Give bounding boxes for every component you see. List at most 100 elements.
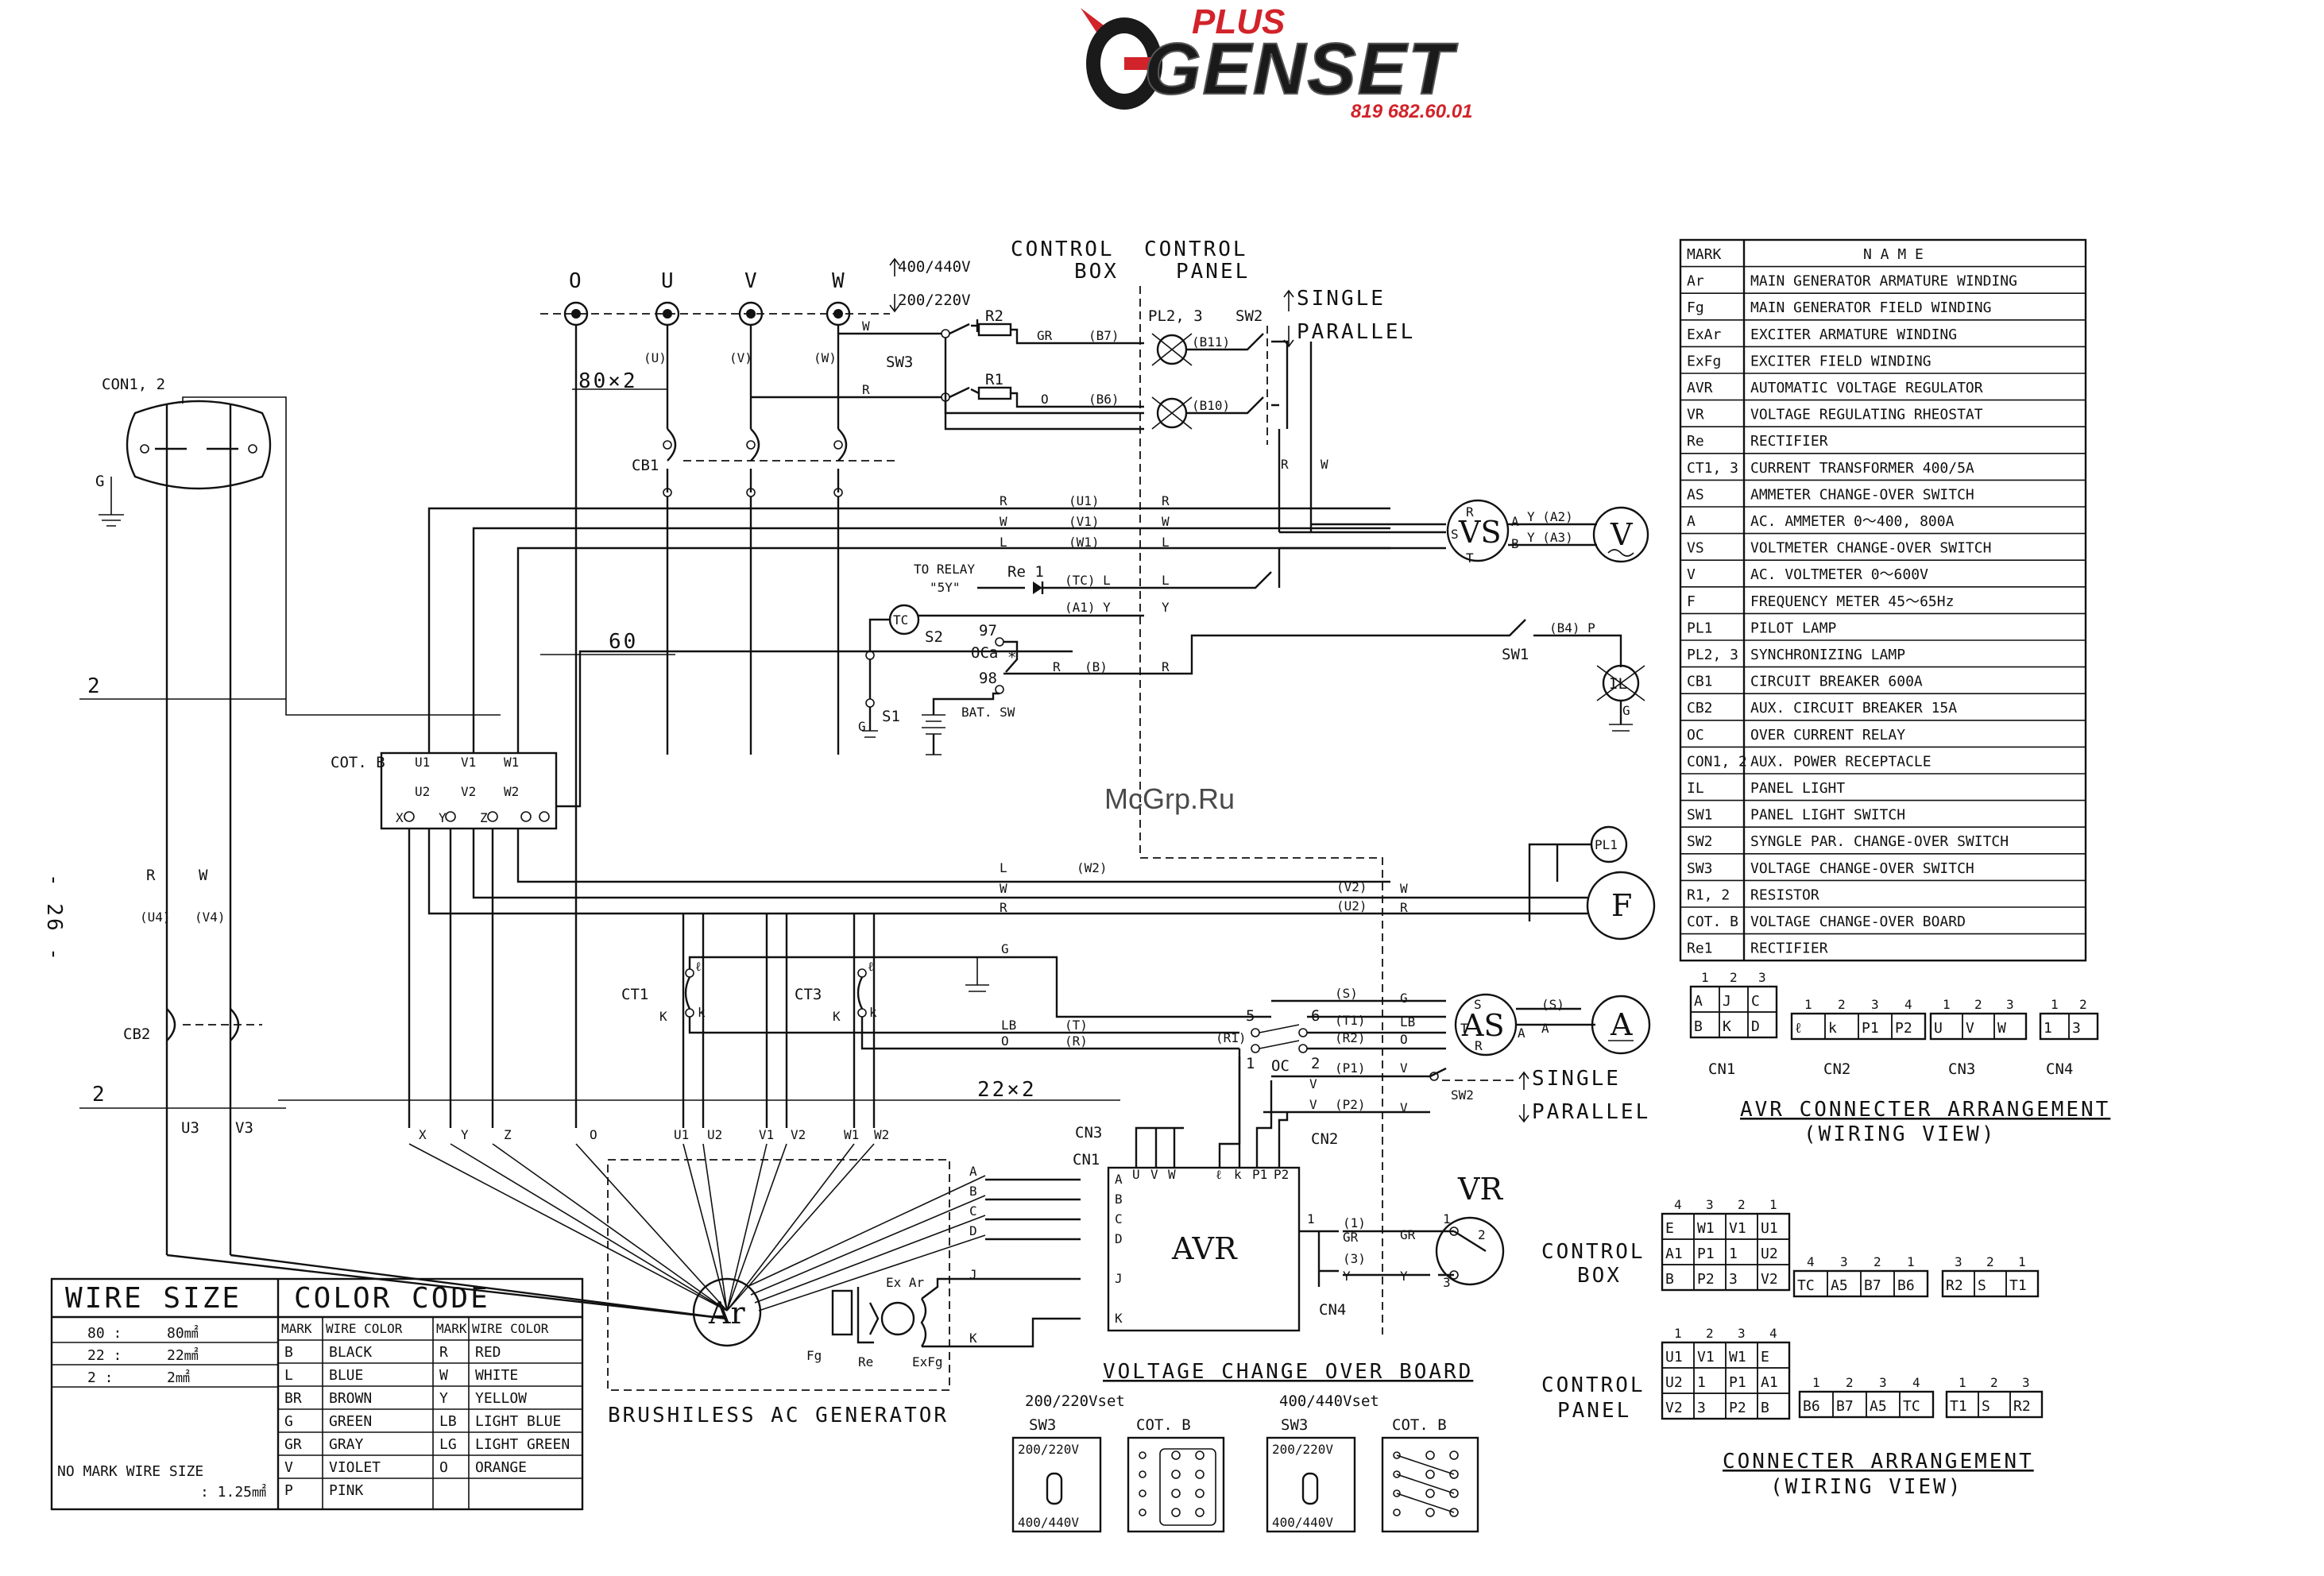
avr-cn1-cell-label: A (1694, 993, 1703, 1010)
svg-text:PL1: PL1 (1595, 837, 1618, 852)
avr-cn1-pin-num: 2 (1730, 970, 1738, 985)
conn-box-a-cell-label: E (1665, 1220, 1674, 1237)
color-cell: Y (439, 1390, 448, 1407)
conn-box-a-cell-label: U2 (1761, 1246, 1778, 1262)
color-header: MARK (436, 1321, 467, 1336)
name-table-mark: PL2, 3 (1687, 647, 1738, 663)
avr-cn2-cell-label: P1 (1862, 1020, 1879, 1037)
svg-text:(T1): (T1) (1335, 1013, 1366, 1028)
conn-panel-a-cell-label: B (1761, 1400, 1769, 1416)
avr-unit: AVR CN3 CN1 CN2 CN4 U V W ℓ k P1 P2 A B … (1073, 1056, 1438, 1332)
conn-panel-b-pin-num: 3 (1879, 1375, 1887, 1390)
gen-avr-wires: A B C D J K (969, 1164, 1081, 1348)
header-control-panel-2: PANEL (1176, 260, 1250, 284)
header-single-top: SINGLE (1297, 287, 1386, 311)
logo-plus-text: PLUS (1192, 2, 1285, 41)
svg-text:R: R (1466, 504, 1474, 520)
conn-panel-b-cell-label: A5 (1870, 1398, 1887, 1415)
svg-text:(W2): (W2) (1077, 860, 1108, 875)
cotb-pin (1171, 1470, 1181, 1479)
svg-text:OCa: OCa (971, 644, 998, 662)
svg-text:LB: LB (1400, 1014, 1415, 1029)
svg-text:(U): (U) (644, 350, 667, 365)
svg-text:COT. B: COT. B (1392, 1416, 1447, 1434)
avr-cn2-name: CN2 (1823, 1060, 1850, 1078)
svg-text:V2: V2 (791, 1127, 806, 1142)
wire-label-u3: U3 (181, 1119, 199, 1137)
name-table-name: PILOT LAMP (1750, 620, 1837, 636)
avr-cn3-cell-label: U (1934, 1020, 1943, 1037)
name-table-name: AUX. POWER RECEPTACLE (1750, 753, 1932, 770)
color-cell: RED (475, 1344, 501, 1361)
terminal-u: U (U) (644, 269, 680, 365)
conn-panel-c-pin-num: 1 (1959, 1375, 1966, 1390)
cotb-pin (1139, 1470, 1147, 1478)
svg-text:5: 5 (1246, 1007, 1255, 1025)
name-table-name: AMMETER CHANGE-OVER SWITCH (1750, 486, 1974, 503)
conn-panel-a-pin-num: 1 (1674, 1326, 1682, 1341)
color-cell: LIGHT BLUE (475, 1413, 561, 1430)
svg-text:W: W (1162, 514, 1170, 529)
wire-note-value: : 1.25㎟ (200, 1483, 266, 1501)
boundary-control-box (1139, 286, 1383, 1335)
svg-text:CT3: CT3 (795, 986, 822, 1003)
cotb-link (1159, 1448, 1216, 1526)
svg-text:R: R (1162, 493, 1170, 508)
color-cell: W (439, 1367, 448, 1384)
conn-box-a-cell-label: 1 (1729, 1246, 1738, 1262)
avr-cn4-pin-num: 1 (2051, 997, 2059, 1012)
cotb-pin (1393, 1451, 1401, 1459)
wire-label-v3: V3 (235, 1119, 253, 1137)
svg-text:(B11): (B11) (1192, 334, 1230, 350)
wire-label-r: R (146, 867, 156, 884)
conn-subtitle: (WIRING VIEW) (1770, 1475, 1963, 1499)
svg-text:A: A (1541, 1021, 1549, 1036)
svg-text:GR: GR (1343, 1230, 1359, 1245)
conn-panel-b-cell-label: TC (1903, 1398, 1920, 1415)
svg-text:Y: Y (1400, 1269, 1408, 1284)
wire-size-mark: 22 : (87, 1347, 122, 1364)
color-cell: B (284, 1344, 293, 1361)
name-table-name: MAIN GENERATOR ARMATURE WINDING (1750, 273, 2017, 290)
name-table-mark: AVR (1687, 380, 1713, 396)
svg-text:S: S (1451, 527, 1459, 542)
color-header: WIRE COLOR (472, 1321, 549, 1336)
svg-text:CN3: CN3 (1075, 1124, 1102, 1141)
conn-box-b-pin-num: 2 (1874, 1254, 1881, 1269)
svg-text:Re: Re (858, 1354, 873, 1369)
name-table-mark: V (1687, 566, 1696, 583)
svg-text:PARALLEL: PARALLEL (1532, 1100, 1650, 1124)
svg-text:U2: U2 (415, 784, 430, 799)
svg-text:A: A (1610, 1007, 1633, 1042)
name-table-name: AUX. CIRCUIT BREAKER 15A (1750, 700, 1957, 717)
conn-box-b-pin-num: 4 (1807, 1254, 1815, 1269)
svg-text:K: K (969, 1331, 977, 1346)
conn-box-c-pin-num: 3 (1955, 1254, 1962, 1269)
avr-cn4-cell-label: 1 (2044, 1020, 2052, 1037)
color-cell: V (284, 1459, 293, 1476)
svg-text:R: R (1281, 457, 1289, 472)
avr-cn4-cell (2068, 1013, 2098, 1040)
svg-text:VS: VS (1458, 515, 1501, 550)
svg-text:L: L (1000, 860, 1007, 875)
name-table-mark: SW1 (1687, 807, 1713, 824)
svg-text:OC: OC (1271, 1057, 1290, 1075)
svg-text:SW3: SW3 (1029, 1416, 1056, 1434)
wire-size-value: 22㎟ (167, 1346, 199, 1364)
svg-text:X: X (419, 1127, 427, 1142)
svg-text:W2: W2 (874, 1127, 889, 1142)
conn-panel-c-cell-label: S (1982, 1398, 1990, 1415)
color-cell: G (284, 1413, 293, 1430)
name-table-mark: CB2 (1687, 700, 1713, 717)
svg-text:(W1): (W1) (1069, 535, 1100, 550)
header-control-box-1: CONTROL (1011, 238, 1115, 261)
svg-text:SW2: SW2 (1451, 1087, 1474, 1103)
svg-text:A: A (969, 1164, 977, 1179)
page-number: - 26 - (42, 874, 66, 963)
wire-size-mark: 80 : (87, 1325, 122, 1342)
svg-text:V: V (1400, 1060, 1408, 1076)
